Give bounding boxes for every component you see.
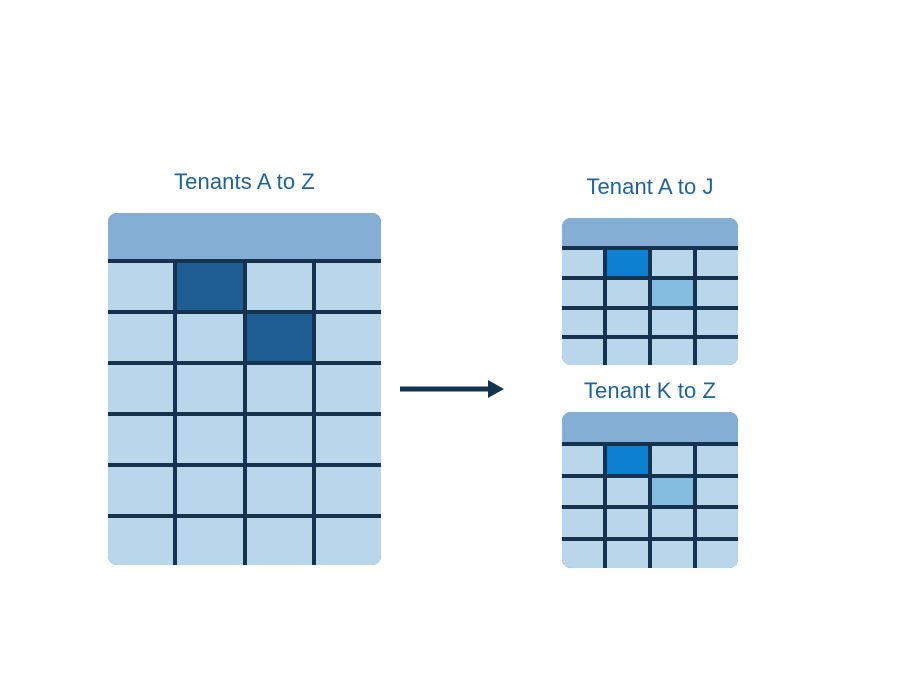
table-cell-r3-c3 <box>652 509 693 537</box>
table-cell-r1-c4 <box>697 250 738 276</box>
table-cell-r2-c3 <box>652 477 693 505</box>
table-cell-r3-c3 <box>246 365 312 412</box>
table-cell-r2-c1 <box>108 314 174 361</box>
table-cell-r3-c2 <box>607 309 648 336</box>
table-cell-r4-c3 <box>246 416 312 463</box>
table-cell-r3-c2 <box>177 365 243 412</box>
table-row <box>108 263 381 310</box>
table-cell-r2-c3 <box>246 314 312 361</box>
table-row <box>562 250 738 276</box>
table-cell-r6-c1 <box>108 518 174 565</box>
table-row <box>562 446 738 474</box>
table-cell-r4-c1 <box>562 339 603 365</box>
table-cell-r2-c1 <box>562 477 603 505</box>
shard-1-table-body <box>562 246 738 365</box>
table-cell-r6-c4 <box>315 518 381 565</box>
table-cell-r6-c2 <box>177 518 243 565</box>
source-table-header-band <box>108 213 381 259</box>
table-cell-r2-c4 <box>697 279 738 306</box>
table-cell-r4-c4 <box>315 416 381 463</box>
source-table <box>108 213 381 565</box>
table-cell-r2-c2 <box>607 477 648 505</box>
table-cell-r4-c4 <box>697 339 738 365</box>
table-cell-r2-c1 <box>562 279 603 306</box>
table-cell-r2-c2 <box>607 279 648 306</box>
table-row <box>108 314 381 361</box>
table-row <box>562 339 738 365</box>
table-cell-r5-c1 <box>108 467 174 514</box>
table-row <box>108 467 381 514</box>
table-cell-r1-c1 <box>562 446 603 474</box>
table-cell-r4-c2 <box>177 416 243 463</box>
table-cell-r3-c1 <box>108 365 174 412</box>
table-row <box>562 279 738 306</box>
table-cell-r3-c4 <box>697 509 738 537</box>
table-cell-r5-c2 <box>177 467 243 514</box>
table-cell-r1-c4 <box>697 446 738 474</box>
shard-1-table-title: Tenant A to J <box>586 174 714 199</box>
table-cell-r3-c1 <box>562 509 603 537</box>
table-cell-r4-c1 <box>562 540 603 568</box>
shard-2-table <box>562 412 738 568</box>
table-cell-r3-c1 <box>562 309 603 336</box>
shard-2-table-header-band <box>562 412 738 442</box>
table-cell-r1-c4 <box>315 263 381 310</box>
table-cell-r1-c2 <box>607 446 648 474</box>
table-row <box>108 365 381 412</box>
table-cell-r4-c1 <box>108 416 174 463</box>
table-cell-r3-c3 <box>652 309 693 336</box>
shard-1-table <box>562 218 738 365</box>
shard-1-table-header-band <box>562 218 738 246</box>
table-cell-r4-c2 <box>607 540 648 568</box>
table-cell-r2-c2 <box>177 314 243 361</box>
table-cell-r4-c3 <box>652 339 693 365</box>
table-cell-r1-c3 <box>652 446 693 474</box>
source-table-title: Tenants A to Z <box>174 169 315 194</box>
table-row <box>562 540 738 568</box>
table-row <box>108 518 381 565</box>
source-table-body <box>108 259 381 565</box>
table-row <box>562 309 738 336</box>
right-arrow-icon <box>398 372 506 406</box>
table-cell-r1-c1 <box>562 250 603 276</box>
table-cell-r2-c4 <box>697 477 738 505</box>
table-cell-r4-c2 <box>607 339 648 365</box>
table-cell-r1-c1 <box>108 263 174 310</box>
table-cell-r1-c3 <box>652 250 693 276</box>
table-cell-r2-c3 <box>652 279 693 306</box>
table-cell-r5-c3 <box>246 467 312 514</box>
table-cell-r4-c4 <box>697 540 738 568</box>
shard-2-table-title: Tenant K to Z <box>583 378 717 403</box>
table-cell-r4-c3 <box>652 540 693 568</box>
table-row <box>562 477 738 505</box>
table-row <box>108 416 381 463</box>
table-cell-r1-c3 <box>246 263 312 310</box>
table-cell-r1-c2 <box>607 250 648 276</box>
table-row <box>562 509 738 537</box>
table-cell-r2-c4 <box>315 314 381 361</box>
table-cell-r5-c4 <box>315 467 381 514</box>
table-cell-r3-c4 <box>315 365 381 412</box>
table-cell-r3-c4 <box>697 309 738 336</box>
shard-2-table-body <box>562 442 738 568</box>
table-cell-r6-c3 <box>246 518 312 565</box>
table-cell-r3-c2 <box>607 509 648 537</box>
table-cell-r1-c2 <box>177 263 243 310</box>
